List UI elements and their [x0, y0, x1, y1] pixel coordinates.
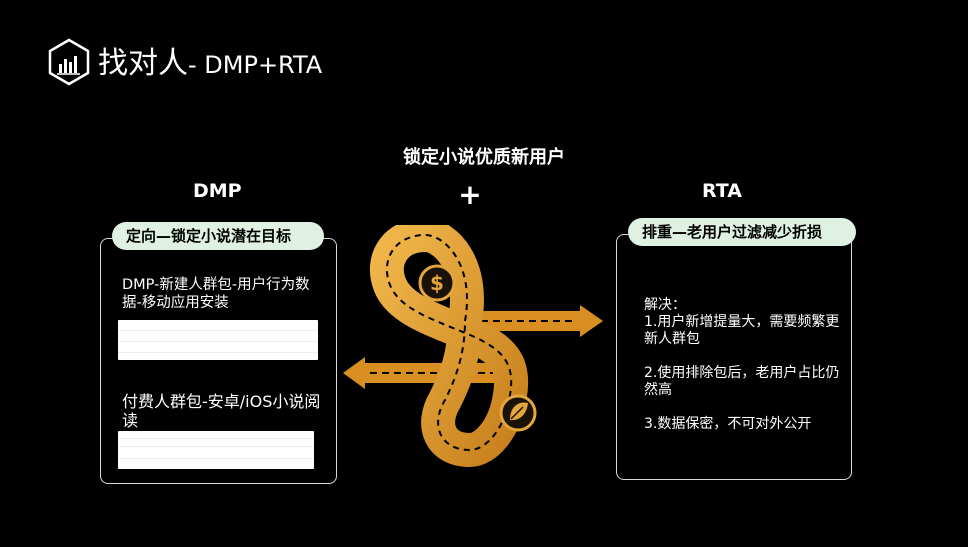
rta-label: RTA: [702, 180, 742, 202]
solution-point-3: 3.数据保密，不可对外公开: [644, 416, 812, 432]
page-title: 找对人- DMP+RTA: [98, 46, 323, 81]
leaf-icon: [499, 394, 537, 432]
svg-text:$: $: [430, 271, 444, 295]
road-loop-graphic: $: [343, 225, 603, 467]
dmp-pill: 定向—锁定小说潜在目标: [112, 222, 324, 250]
rta-solution: 解决： 1.用户新增提量大，需要频繁更新人群包 2.使用排除包后，老用户占比仍然…: [644, 297, 844, 433]
dollar-icon: $: [418, 264, 456, 302]
rta-pill: 排重—老用户过滤减少折损: [628, 218, 856, 246]
dmp-label: DMP: [193, 180, 242, 202]
dmp-text-1: DMP-新建人群包-用户行为数据-移动应用安装: [122, 277, 310, 311]
dmp-text-2: 付费人群包-安卓/iOS小说阅读: [122, 392, 321, 430]
bar-chart-hexagon-icon: [48, 38, 90, 86]
dmp-table-thumbnail-1: [118, 320, 318, 360]
plus-sign: +: [458, 178, 482, 211]
headline: 锁定小说优质新用户: [403, 147, 565, 168]
solution-point-2: 2.使用排除包后，老用户占比仍然高: [644, 365, 840, 398]
solution-point-1: 1.用户新增提量大，需要频繁更新人群包: [644, 314, 840, 347]
solution-title: 解决：: [644, 297, 686, 313]
dmp-table-thumbnail-2: [118, 431, 314, 469]
